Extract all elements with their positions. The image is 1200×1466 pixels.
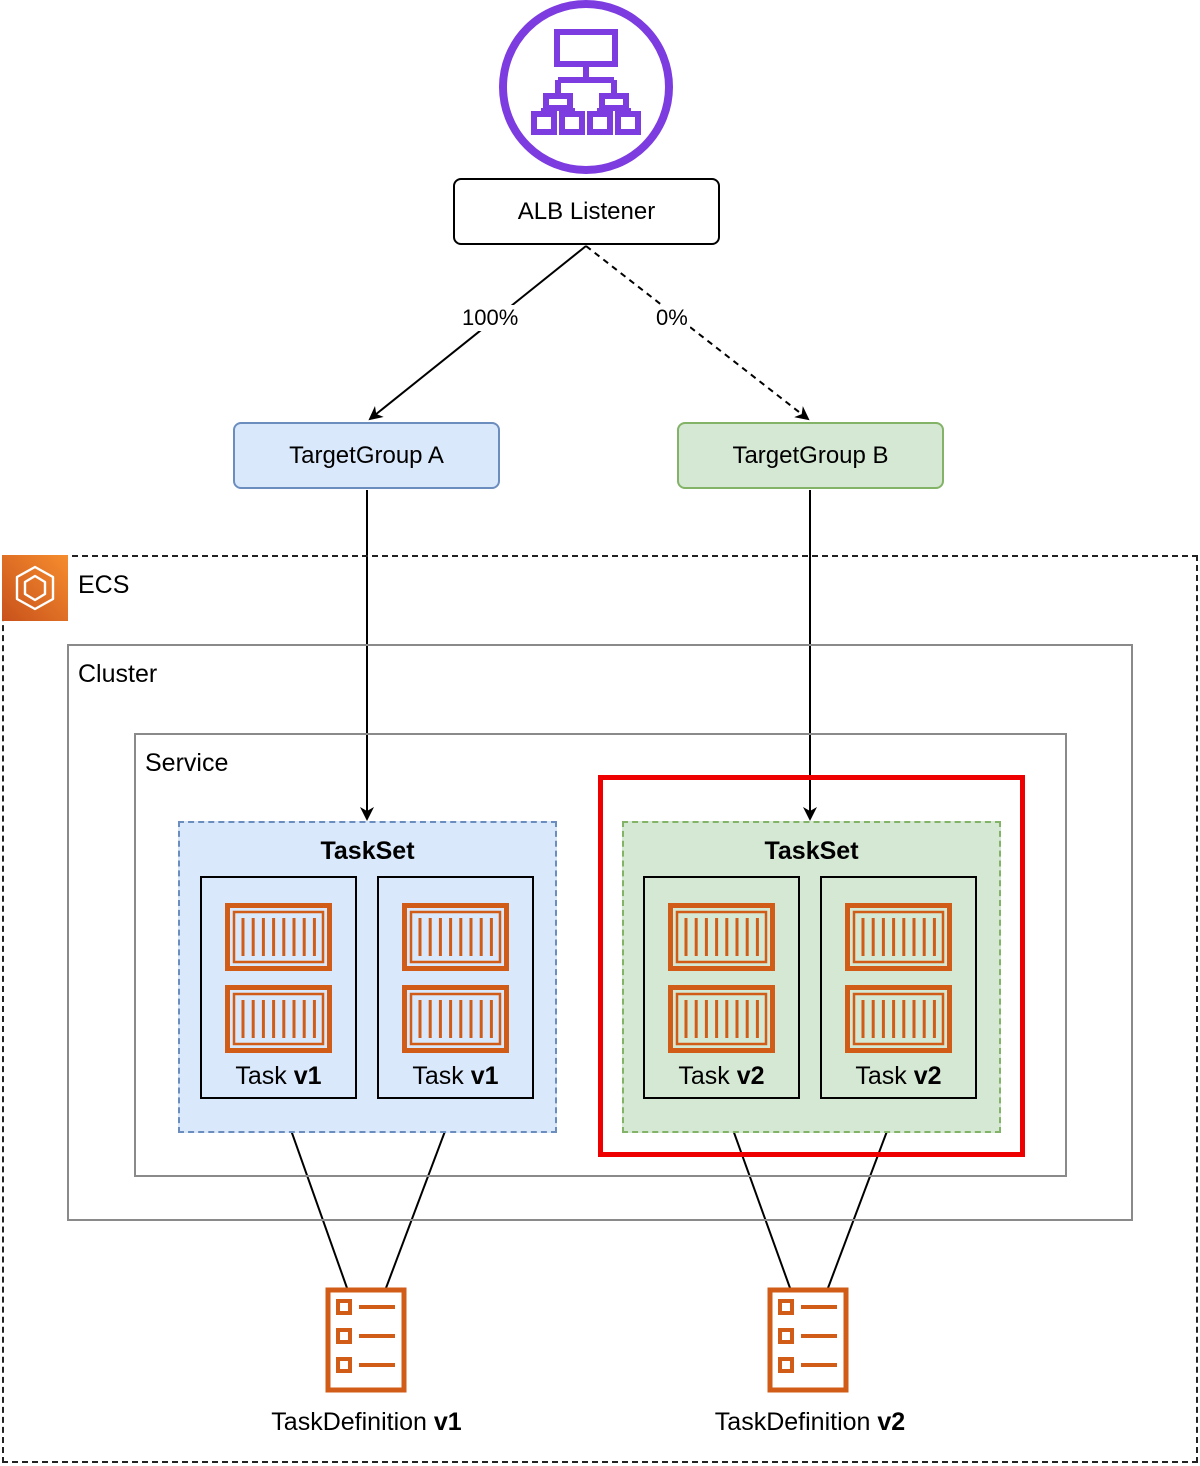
container-icon <box>402 985 509 1053</box>
target-group-b-node[interactable]: TargetGroup B <box>677 422 944 489</box>
target-group-b-label: TargetGroup B <box>732 441 889 469</box>
container-icon <box>845 985 952 1053</box>
target-group-a-label: TargetGroup A <box>289 441 444 469</box>
task-label: Task v2 <box>855 1062 942 1090</box>
ecs-group <box>2 555 1198 1463</box>
container-icon <box>225 985 332 1053</box>
taskset-a-title: TaskSet <box>320 837 415 865</box>
task-label: Task v1 <box>235 1062 322 1090</box>
service-label: Service <box>145 749 229 777</box>
cluster-label: Cluster <box>78 660 158 688</box>
ecs-icon <box>2 555 68 621</box>
taskdef-v1-to-task2-arrow <box>385 1100 459 1289</box>
taskdef-v2-to-task2-arrow <box>827 1100 901 1289</box>
task-definition-icon <box>325 1287 407 1393</box>
task-v1-a[interactable]: Task v1 <box>200 876 357 1099</box>
container-icon <box>668 985 775 1053</box>
taskdef-v2-to-task1-arrow <box>720 1100 791 1289</box>
ecs-label: ECS <box>78 571 130 599</box>
alb-listener-node[interactable]: ALB Listener <box>453 178 720 245</box>
task-v2-a[interactable]: Task v2 <box>643 876 800 1099</box>
task-v2-b[interactable]: Task v2 <box>820 876 977 1099</box>
task-definition-v1-label: TaskDefinition v1 <box>271 1408 462 1436</box>
route-a-weight: 100% <box>460 305 521 331</box>
taskset-b-highlight <box>598 775 1025 1157</box>
cluster-group <box>67 644 1133 1221</box>
task-definition-icon <box>767 1287 849 1393</box>
taskset-a[interactable] <box>178 821 557 1133</box>
container-icon <box>402 903 509 971</box>
task-label: Task v1 <box>412 1062 499 1090</box>
task-definition-v2-label: TaskDefinition v2 <box>714 1408 906 1436</box>
route-b-arrow <box>585 245 810 421</box>
target-group-a-node[interactable]: TargetGroup A <box>233 422 500 489</box>
service-group <box>134 733 1067 1177</box>
load-balancer-icon <box>499 0 673 174</box>
task-label: Task v2 <box>678 1062 765 1090</box>
route-b-weight: 0% <box>654 305 690 331</box>
container-icon <box>845 903 952 971</box>
route-a-arrow <box>368 245 587 421</box>
taskset-b[interactable] <box>622 821 1001 1133</box>
taskset-b-title: TaskSet <box>764 837 859 865</box>
taskdef-v1-to-task1-arrow <box>278 1100 348 1289</box>
alb-listener-label: ALB Listener <box>517 197 656 225</box>
task-v1-b[interactable]: Task v1 <box>377 876 534 1099</box>
container-icon <box>668 903 775 971</box>
container-icon <box>225 903 332 971</box>
